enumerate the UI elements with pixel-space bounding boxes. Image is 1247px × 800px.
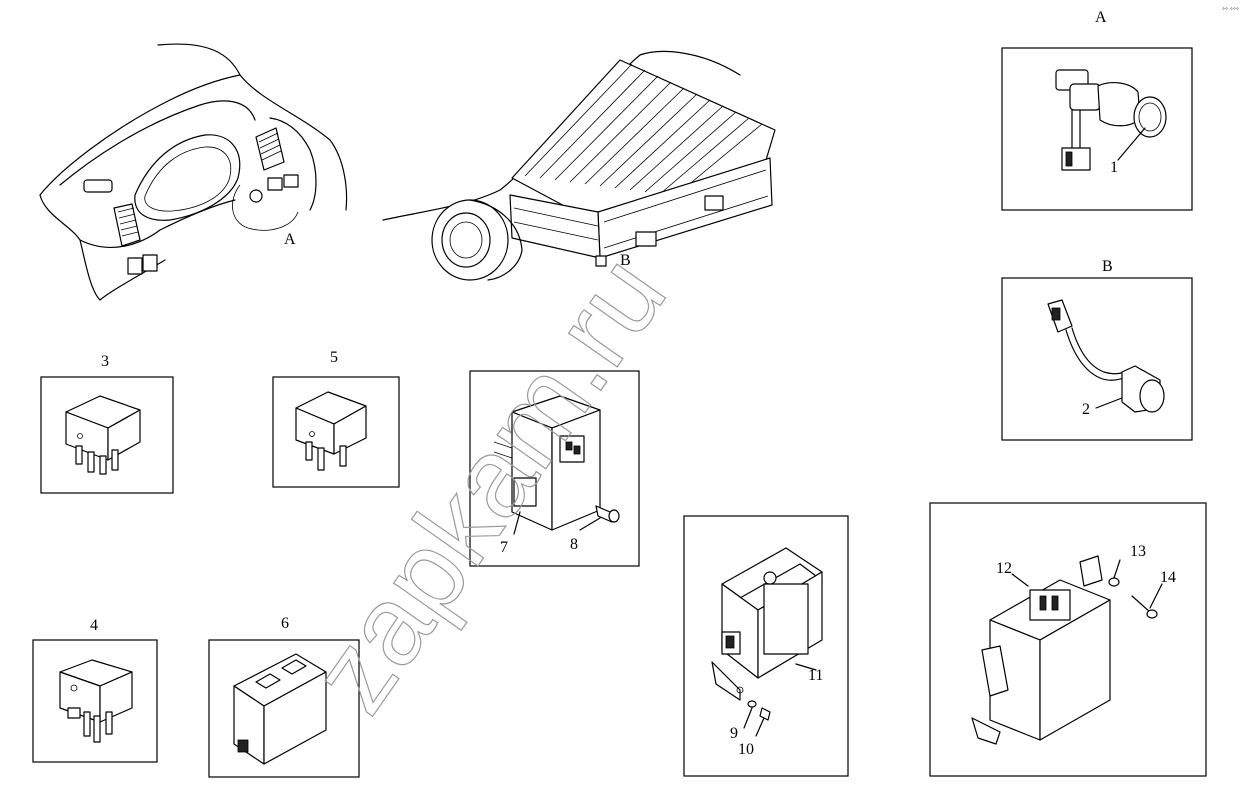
- leader-11: [795, 663, 817, 671]
- callout-12: 12: [996, 560, 1012, 577]
- dashboard-illustration: [39, 43, 348, 301]
- right-air-vent: [255, 127, 285, 171]
- callout-6: 6: [281, 615, 289, 632]
- watermark: zapkam.ru: [287, 234, 689, 734]
- callout-10: 10: [738, 741, 754, 758]
- sensor-part-2: [1047, 299, 1165, 413]
- screw-10: [755, 707, 771, 737]
- callout-2: 2: [1082, 401, 1090, 418]
- washer-9: [743, 700, 757, 729]
- leader-7: [513, 511, 521, 535]
- callout-5: 5: [330, 349, 338, 366]
- relay-5: [295, 391, 367, 471]
- view-a-label: A: [284, 231, 296, 248]
- callout-13: 13: [1130, 543, 1146, 560]
- relay-3: [65, 395, 141, 475]
- ecu-11: [711, 547, 823, 701]
- detail-b-frame: [1001, 277, 1193, 441]
- left-air-vent: [113, 203, 141, 247]
- corner-mark: °° °°°: [1222, 7, 1239, 14]
- callout-7: 7: [500, 539, 508, 556]
- callout-11: 11: [808, 667, 823, 684]
- relay-4: [59, 659, 133, 743]
- callout-14: 14: [1160, 569, 1176, 586]
- relay-5-frame: [272, 376, 400, 488]
- screw-8: [579, 505, 620, 531]
- relay-3-frame: [40, 376, 174, 494]
- callout-4: 4: [90, 617, 98, 634]
- unit-7-8-frame: [469, 370, 640, 567]
- callout-9: 9: [730, 725, 738, 742]
- ecu-11-frame: [683, 515, 849, 777]
- detail-label-b: B: [1102, 258, 1113, 275]
- truck-cargo-illustration: [382, 50, 776, 281]
- control-unit-7: [493, 395, 601, 531]
- cargo-bed-slats: [524, 63, 763, 197]
- module-6-frame: [208, 639, 360, 778]
- module-6: [233, 653, 327, 765]
- relay-4-frame: [32, 639, 158, 763]
- detail-label-a: A: [1095, 9, 1107, 26]
- washer-13: [1108, 559, 1121, 587]
- screw-14: [1131, 583, 1163, 619]
- leader-12: [1011, 573, 1029, 587]
- module-12-frame: [929, 502, 1207, 777]
- switch-part-1: [1055, 69, 1167, 171]
- callout-8: 8: [570, 536, 578, 553]
- callout-1: 1: [1110, 159, 1118, 176]
- detail-a-frame: [1001, 47, 1193, 211]
- module-12: [971, 555, 1111, 745]
- callout-3: 3: [101, 353, 109, 370]
- view-b-label: B: [620, 252, 631, 269]
